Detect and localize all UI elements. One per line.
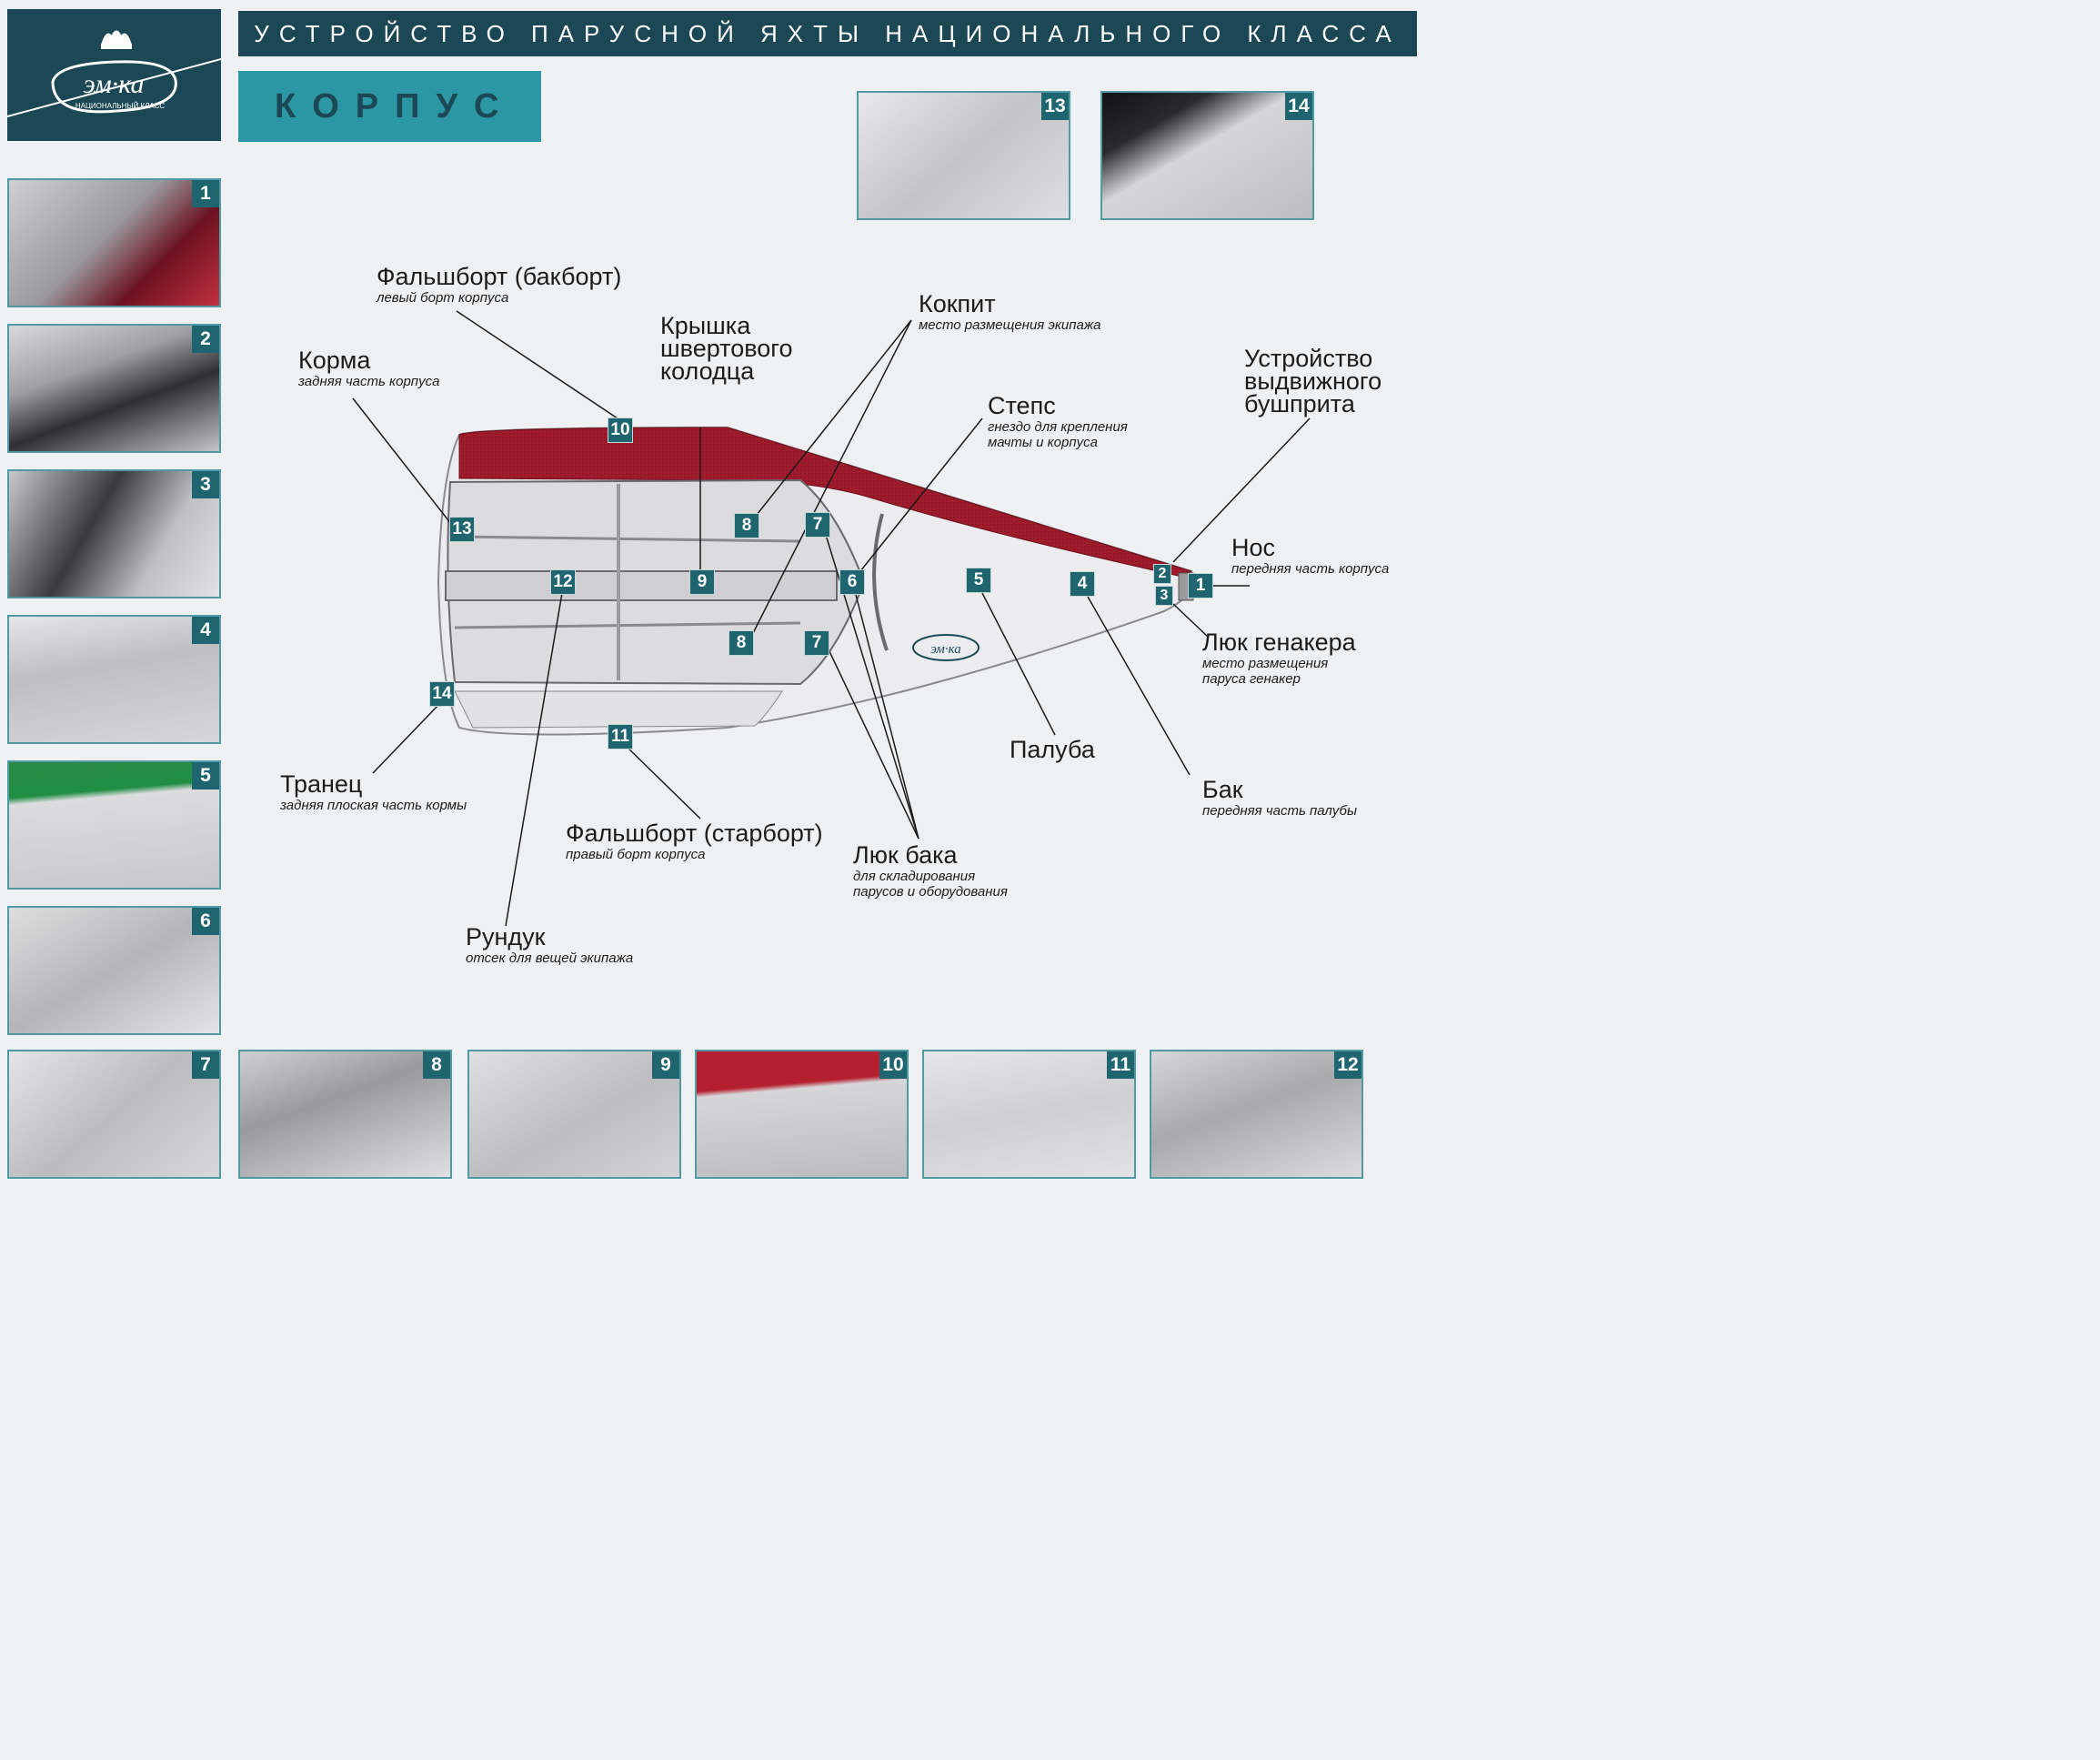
photo-7: 7 [7,1050,221,1179]
photo-12: 12 [1150,1050,1363,1179]
photo-number: 10 [879,1051,907,1079]
photo-number: 11 [1107,1051,1134,1079]
marker-13: 13 [449,517,475,542]
marker-3: 3 [1155,586,1173,606]
photo-number: 4 [192,617,219,644]
label-lyuk-genakera: Люк генакера место размещения паруса ген… [1202,629,1356,688]
marker-2: 2 [1153,564,1171,584]
photo-number: 13 [1041,93,1069,120]
photo-number: 9 [652,1051,679,1079]
photo-8: 8 [238,1050,452,1179]
marker-11: 11 [608,724,633,749]
photo-number: 5 [192,762,219,789]
hull-red-deck [458,427,1193,578]
label-kokpit: Кокпит место размещения экипажа [919,290,1101,334]
brand-logo: эм·ка НАЦИОНАЛЬНЫЙ КЛАСС [6,9,222,141]
photo-14: 14 [1100,91,1314,220]
photo-13: 13 [857,91,1070,220]
marker-7-upper: 7 [805,512,830,538]
label-tranets: Транец задняя плоская часть кормы [280,770,467,814]
logo-subtext: НАЦИОНАЛЬНЫЙ КЛАСС [75,102,165,110]
photo-number: 1 [192,180,219,207]
photo-1: 1 [7,178,221,307]
marker-5: 5 [966,568,991,593]
hull-diagram: эм·ка [352,310,1311,927]
marker-10: 10 [608,417,633,443]
photo-2: 2 [7,324,221,453]
label-paluba: Палуба [1010,736,1095,763]
photo-number: 6 [192,908,219,935]
label-kryshka: Крышка швертового колодца [660,312,793,385]
logo-text: эм·ка [83,69,144,99]
photo-number: 2 [192,326,219,353]
photo-11: 11 [922,1050,1136,1179]
photo-number: 7 [192,1051,219,1079]
photo-number: 8 [423,1051,450,1079]
marker-8-lower: 8 [728,630,754,656]
deck-logo [912,634,980,661]
logo-emblem: эм·ка НАЦИОНАЛЬНЫЙ КЛАСС [6,30,222,117]
section-title: КОРПУС [275,86,516,126]
marker-9: 9 [689,569,715,595]
photo-3: 3 [7,469,221,598]
photo-number: 12 [1334,1051,1361,1079]
marker-7-lower: 7 [804,630,829,656]
marker-1: 1 [1188,573,1213,598]
photo-5: 5 [7,760,221,890]
photo-4: 4 [7,615,221,744]
page-title: УСТРОЙСТВО ПАРУСНОЙ ЯХТЫ НАЦИОНАЛЬНОГО К… [254,19,1402,47]
label-falshbort-starbort: Фальшборт (старборт) правый борт корпуса [566,820,823,863]
marker-14: 14 [429,681,455,707]
marker-12: 12 [550,569,576,595]
photo-9: 9 [467,1050,681,1179]
label-nos: Нос передняя часть корпуса [1231,534,1390,578]
label-bak: Бак передняя часть палубы [1202,776,1358,820]
marker-6: 6 [839,569,865,595]
label-lyuk-baka: Люк бака для складирования парусов и обо… [853,841,1008,900]
deck-logo-text: эм·ка [930,642,961,657]
marker-8-upper: 8 [734,513,759,538]
label-rundyk: Рундук отсек для вещей экипажа [466,923,634,967]
marker-4: 4 [1070,571,1095,597]
photo-10: 10 [695,1050,909,1179]
section-banner: КОРПУС [238,71,541,142]
photo-number: 14 [1285,93,1312,120]
photo-6: 6 [7,906,221,1035]
centreboard-trunk [445,570,838,601]
label-falshbort-bakbort: Фальшборт (бакборт) левый борт корпуса [377,263,622,307]
photo-number: 3 [192,471,219,498]
header-bar: УСТРОЙСТВО ПАРУСНОЙ ЯХТЫ НАЦИОНАЛЬНОГО К… [238,11,1417,56]
label-korma: Корма задняя часть корпуса [298,347,440,390]
label-steps: Степс гнездо для крепления мачты и корпу… [988,392,1128,451]
label-bushprit: Устройство выдвижного бушприта [1244,345,1382,417]
